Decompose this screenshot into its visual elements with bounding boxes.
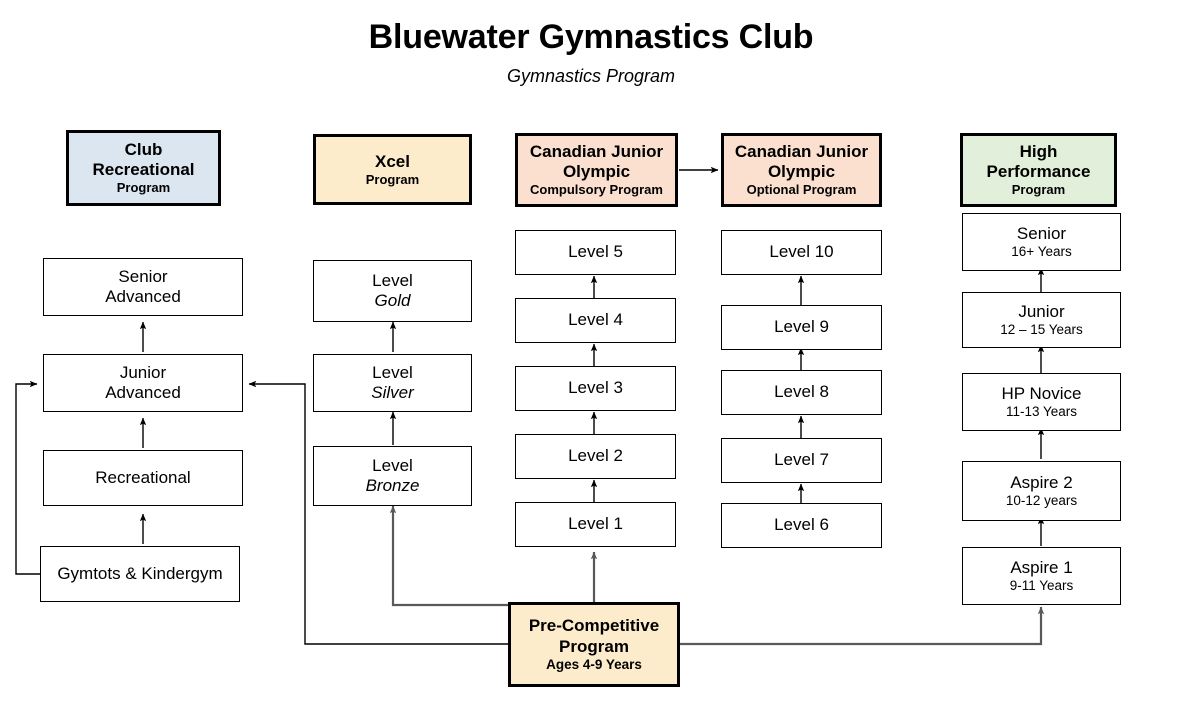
node-line1: Level 7: [774, 450, 829, 470]
edge-precomp-to-bronze: [389, 505, 508, 607]
node-line1: Level 5: [568, 242, 623, 262]
edge-gymtots-loop-to-junior: [15, 380, 43, 575]
node-line1: Level 10: [769, 242, 834, 262]
node-line1: Aspire 2: [1010, 473, 1073, 493]
node-level-8[interactable]: Level 8: [721, 370, 882, 415]
node-hp-novice[interactable]: HP Novice 11-13 Years: [962, 373, 1121, 431]
node-line2: Bronze: [365, 476, 420, 495]
node-hp-senior[interactable]: Senior 16+ Years: [962, 213, 1121, 271]
node-line1: Level 2: [568, 446, 623, 466]
node-line1: Level 9: [774, 317, 829, 337]
header-line2: Olympic: [562, 162, 631, 182]
node-sub: Ages 4-9 Years: [546, 656, 642, 672]
header-sub: Program: [116, 180, 171, 196]
node-aspire-1[interactable]: Aspire 1 9-11 Years: [962, 547, 1121, 605]
node-level-5[interactable]: Level 5: [515, 230, 676, 275]
node-sub: 12 – 15 Years: [1000, 322, 1083, 338]
node-line1: Level 6: [774, 515, 829, 535]
node-junior-advanced[interactable]: Junior Advanced: [43, 354, 243, 412]
header-line2: Performance: [986, 162, 1091, 182]
node-line1: Level: [372, 270, 413, 290]
node-sub: 9-11 Years: [1009, 578, 1074, 594]
node-level-bronze[interactable]: Level Bronze: [313, 446, 472, 506]
node-level-9[interactable]: Level 9: [721, 305, 882, 350]
node-recreational[interactable]: Recreational: [43, 450, 243, 506]
header-cjo-compulsory[interactable]: Canadian Junior Olympic Compulsory Progr…: [515, 133, 678, 207]
header-sub: Optional Program: [746, 182, 857, 198]
node-line1: Pre-Competitive: [528, 616, 660, 636]
header-line1: Canadian Junior: [529, 142, 664, 162]
node-pre-competitive-program[interactable]: Pre-Competitive Program Ages 4-9 Years: [508, 602, 680, 687]
node-sub: 11-13 Years: [1005, 404, 1078, 420]
node-line2: Program: [559, 636, 629, 656]
node-line1: Gymtots & Kindergym: [57, 563, 223, 583]
node-line1: Level 1: [568, 514, 623, 534]
node-level-silver[interactable]: Level Silver: [313, 354, 472, 412]
node-line2: Silver: [371, 383, 414, 402]
header-line1: Club: [124, 140, 163, 160]
header-club-recreational[interactable]: Club Recreational Program: [66, 130, 221, 206]
header-cjo-optional[interactable]: Canadian Junior Olympic Optional Program: [721, 133, 882, 207]
node-line2: Advanced: [105, 383, 181, 402]
node-sub: 16+ Years: [1011, 244, 1072, 260]
page-title: Bluewater Gymnastics Club: [368, 18, 814, 56]
node-line2: Advanced: [105, 287, 181, 306]
node-line1: Junior: [119, 362, 167, 382]
header-line2: Recreational: [92, 160, 195, 180]
node-line1: Recreational: [95, 467, 191, 487]
node-senior-advanced[interactable]: Senior Advanced: [43, 258, 243, 316]
node-line1: HP Novice: [1001, 384, 1082, 404]
node-level-1[interactable]: Level 1: [515, 502, 676, 547]
node-level-4[interactable]: Level 4: [515, 298, 676, 343]
header-sub: Program: [365, 171, 420, 187]
node-level-2[interactable]: Level 2: [515, 434, 676, 479]
edge-precomp-to-aspire1: [679, 606, 1045, 646]
node-gymtots-kindergym[interactable]: Gymtots & Kindergym: [40, 546, 240, 602]
node-level-gold[interactable]: Level Gold: [313, 260, 472, 322]
node-level-6[interactable]: Level 6: [721, 503, 882, 548]
header-line1: Xcel: [375, 151, 410, 171]
header-high-performance[interactable]: High Performance Program: [960, 133, 1117, 207]
header-sub: Program: [1011, 182, 1066, 198]
node-line1: Senior: [118, 266, 168, 286]
node-hp-junior[interactable]: Junior 12 – 15 Years: [962, 292, 1121, 348]
edge-precomp-to-junior-advanced: [248, 380, 508, 645]
node-line1: Level 4: [568, 310, 623, 330]
node-line1: Level 8: [774, 382, 829, 402]
node-line1: Level: [372, 362, 413, 382]
node-aspire-2[interactable]: Aspire 2 10-12 years: [962, 461, 1121, 521]
header-xcel[interactable]: Xcel Program: [313, 134, 472, 205]
node-level-7[interactable]: Level 7: [721, 438, 882, 483]
header-sub: Compulsory Program: [530, 182, 663, 198]
node-line2: Gold: [374, 291, 411, 310]
node-line1: Level 3: [568, 378, 623, 398]
node-line1: Senior: [1016, 224, 1067, 244]
node-line1: Junior: [1018, 302, 1065, 322]
header-line2: Olympic: [767, 162, 836, 182]
page-subtitle: Gymnastics Program: [506, 66, 676, 86]
node-level-10[interactable]: Level 10: [721, 230, 882, 275]
header-line1: High: [1019, 142, 1058, 162]
node-sub: 10-12 years: [1005, 493, 1078, 509]
header-line1: Canadian Junior: [734, 142, 869, 162]
node-level-3[interactable]: Level 3: [515, 366, 676, 411]
node-line1: Level: [372, 455, 413, 475]
node-line1: Aspire 1: [1010, 558, 1073, 578]
